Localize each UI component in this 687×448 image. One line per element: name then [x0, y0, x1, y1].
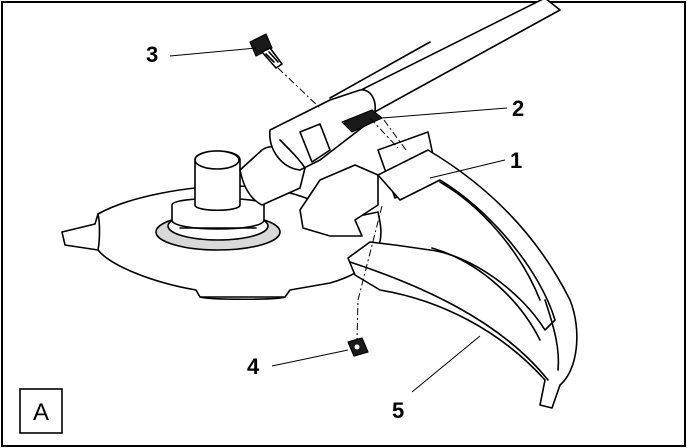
panel-label-box: A	[19, 388, 63, 434]
callout-4: 4	[247, 354, 260, 379]
callout-3: 3	[146, 42, 158, 67]
gear-housing	[239, 89, 376, 206]
panel-label: A	[33, 399, 49, 426]
leader-lines	[169, 47, 508, 393]
callout-2: 2	[512, 96, 524, 121]
callout-5: 5	[392, 398, 404, 423]
trimmer-head	[155, 150, 281, 251]
callout-1: 1	[510, 148, 522, 173]
nut	[347, 337, 369, 357]
assembly-lines	[277, 67, 407, 341]
screw	[249, 33, 283, 69]
grass-guard	[299, 149, 578, 409]
